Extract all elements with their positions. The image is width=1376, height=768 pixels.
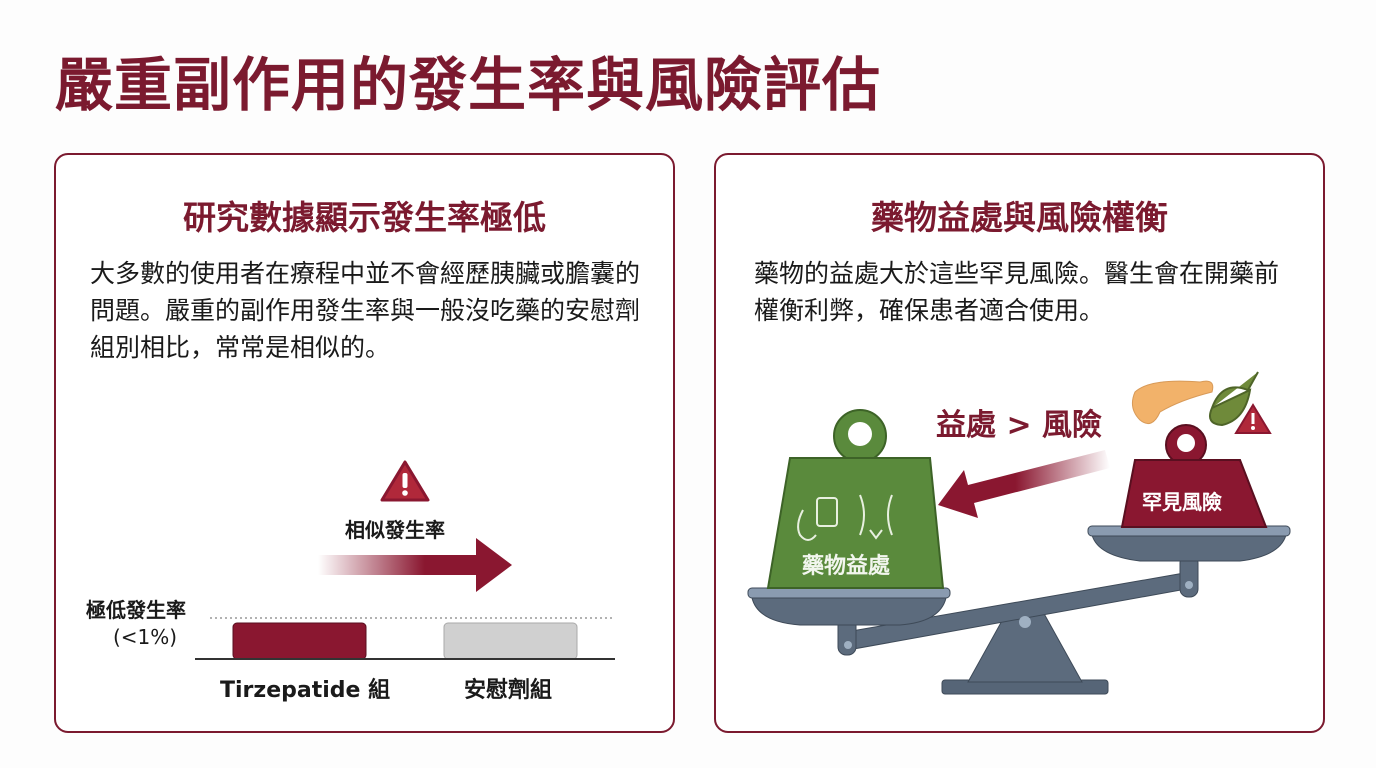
tirzepatide-label: Tirzepatide 組 (220, 678, 391, 703)
benefit-risk-heading: 藥物益處與風險權衡 (871, 198, 1168, 237)
benefit-greater-than-risk: 益處 > 風險 (936, 408, 1103, 443)
pancreas-icon (1131, 380, 1214, 425)
benefit-weight-label: 藥物益處 (802, 554, 891, 579)
warning-icon (380, 460, 430, 502)
medicine-pen-icon (797, 497, 838, 541)
incidence-heading: 研究數據顯示發生率極低 (183, 198, 546, 237)
balance-scale-icon (747, 525, 1291, 695)
risk-warning-icon (1234, 403, 1272, 434)
incidence-body: 大多數的使用者在療程中並不會經歷胰臟或膽囊的問題。嚴重的副作用發生率與一般沒吃藥… (90, 259, 641, 362)
placebo-bar (443, 622, 578, 660)
placebo-label: 安慰劑組 (464, 678, 553, 703)
threshold-label: 極低發生率 (86, 598, 186, 622)
gallbladder-icon (1209, 371, 1259, 427)
risk-weight-label: 罕見風險 (1142, 490, 1222, 514)
similar-rate-label: 相似發生率 (345, 518, 445, 542)
risk-weight (1120, 424, 1268, 528)
incidence-card: 研究數據顯示發生率極低 大多數的使用者在療程中並不會經歷胰臟或膽囊的問題。嚴重的… (54, 153, 675, 733)
page-title: 嚴重副作用的發生率與風險評估 (55, 51, 882, 119)
benefit-risk-body: 藥物的益處大於這些罕見風險。醫生會在開藥前權衡利弊，確保患者適合使用。 (754, 259, 1280, 325)
similar-rate-arrow (318, 538, 512, 592)
benefit-weight (766, 409, 945, 589)
tirzepatide-bar (232, 622, 367, 660)
threshold-value: (<1%) (113, 625, 178, 649)
benefit-arrow (938, 450, 1110, 518)
waist-icon (859, 494, 893, 540)
